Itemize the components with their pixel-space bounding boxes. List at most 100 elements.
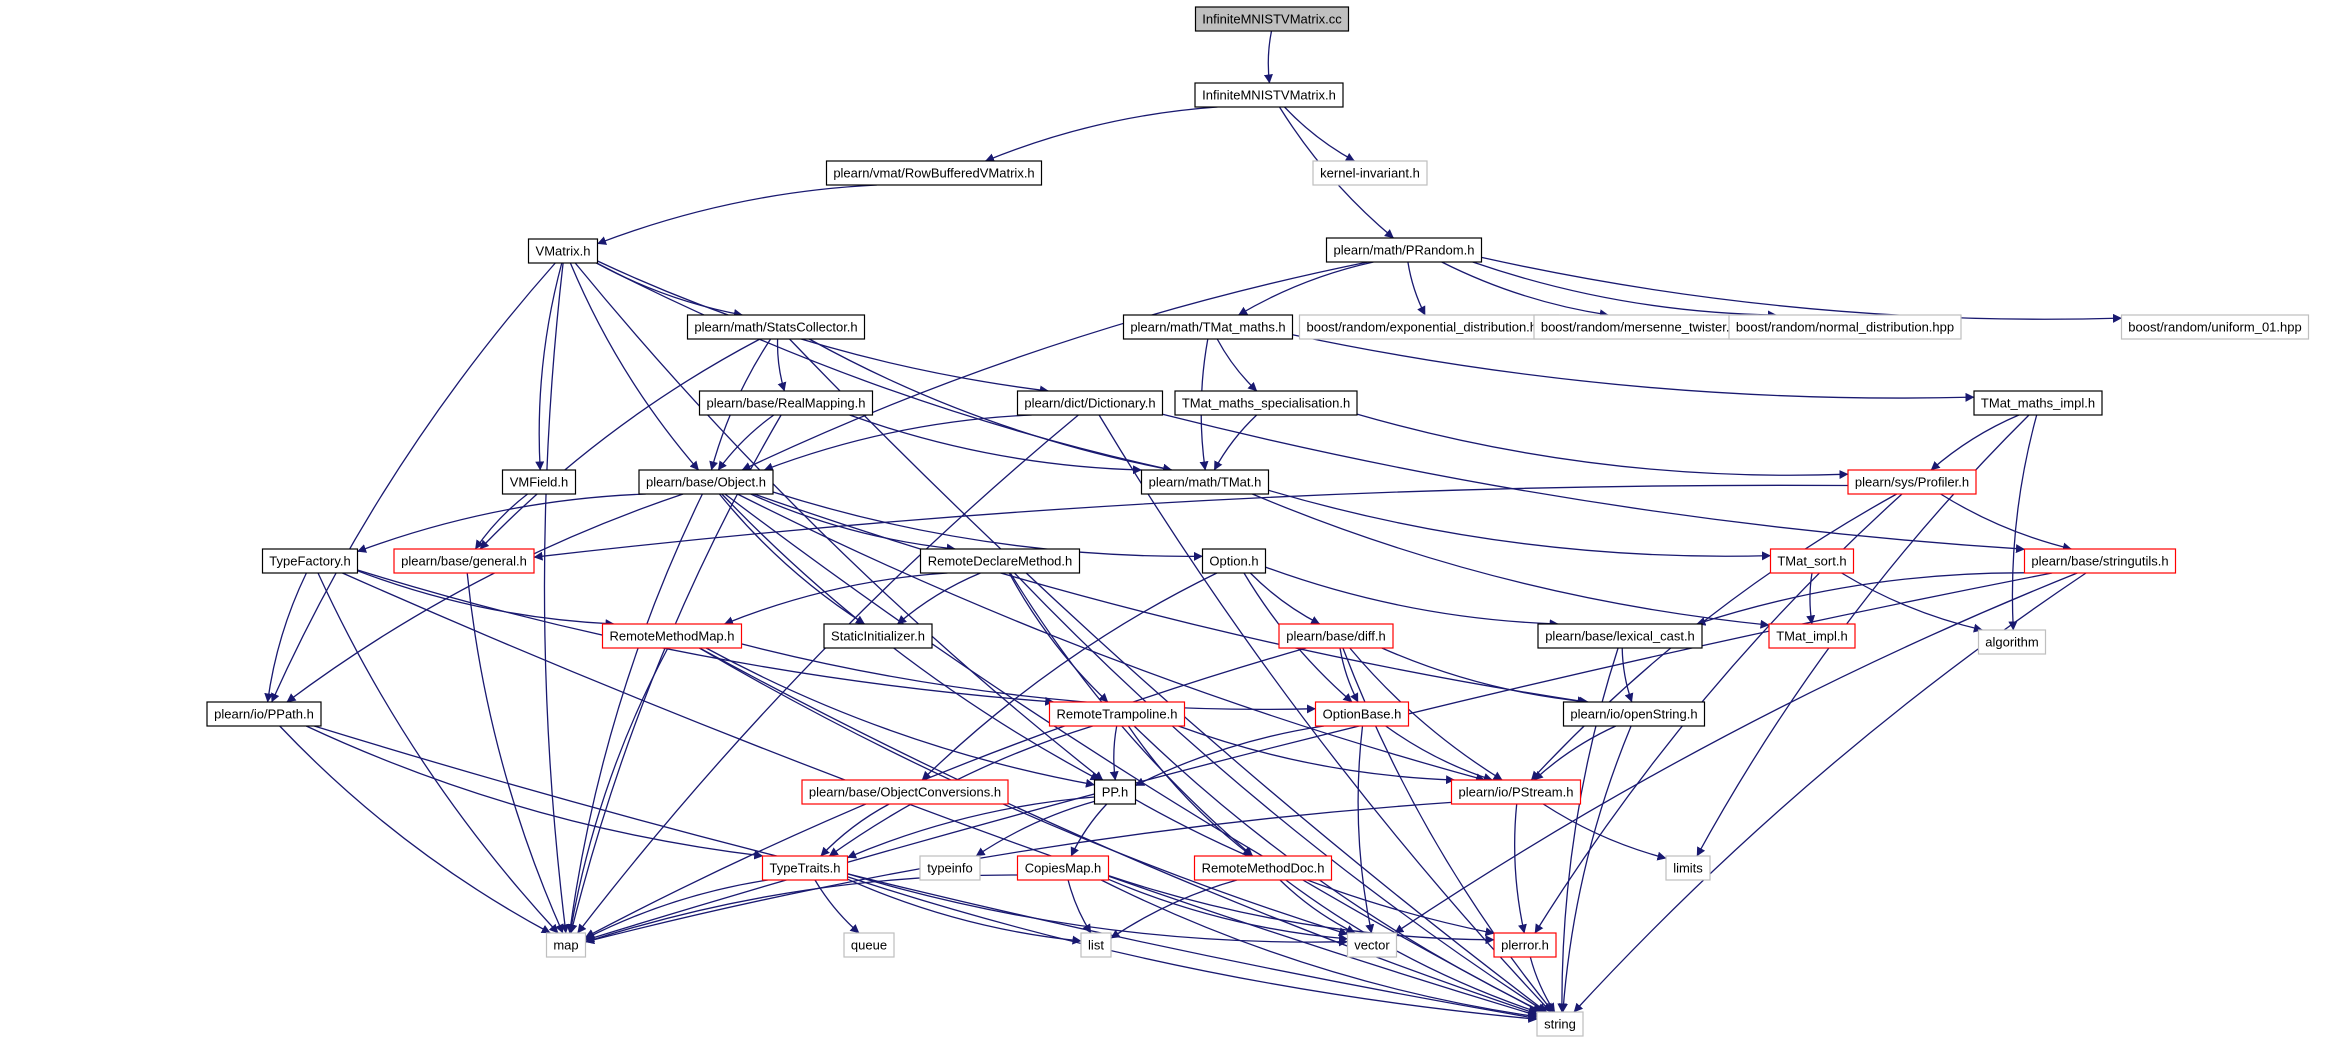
node-box <box>801 779 1009 805</box>
edge-tmat-to-tmatimpl <box>1252 493 1770 629</box>
node-label: TMat_sort.h <box>1777 554 1846 569</box>
node-box <box>1122 314 1294 340</box>
edge-rmm-to-pp <box>705 647 1095 788</box>
edge-rdm-to-staticinit <box>897 572 981 625</box>
edge-object-to-ppath <box>286 493 684 703</box>
edge-rmdoc-to-string <box>1285 879 1538 1014</box>
node-box <box>501 469 577 495</box>
edge-typetraits-to-list <box>847 878 1082 945</box>
edge-tmatmaths-to-tmimplh <box>1292 334 1975 402</box>
node-box <box>686 314 866 340</box>
node-vmatrix[interactable]: VMatrix.h <box>527 238 599 264</box>
node-stringutils[interactable]: plearn/base/stringutils.h <box>2023 548 2177 574</box>
edge-prandom-to-bmers <box>1441 261 1609 319</box>
node-staticinit[interactable]: StaticInitializer.h <box>823 623 933 649</box>
node-option[interactable]: Option.h <box>1201 548 1267 574</box>
edge-diff-to-map <box>585 647 1307 938</box>
node-pstream[interactable]: plearn/io/PStream.h <box>1450 779 1582 805</box>
edge-vmfield-to-general <box>474 493 528 550</box>
edge-dict-to-object <box>763 414 1032 472</box>
node-tmatmaths[interactable]: plearn/math/TMat_maths.h <box>1122 314 1294 340</box>
node-box <box>1450 779 1582 805</box>
edge-tmsort-to-tmatimpl <box>1806 572 1816 625</box>
edge-tmspec-to-tmat <box>1213 414 1258 471</box>
node-label: plearn/dict/Dictionary.h <box>1024 396 1155 411</box>
edge-vmatrix-to-vmfield <box>535 262 563 471</box>
edge-pp-to-plerror <box>1135 799 1495 937</box>
edge-optionbase-to-pstream <box>1385 725 1493 782</box>
node-box <box>261 548 359 574</box>
node-label: map <box>553 938 578 953</box>
node-label: plearn/io/PPath.h <box>214 707 314 722</box>
node-openstring[interactable]: plearn/io/openString.h <box>1562 701 1706 727</box>
edge-lexcast-to-openstring <box>1621 647 1634 703</box>
edge-vmatrix-to-pp <box>574 262 1104 781</box>
edge-h-to-kernel <box>1284 106 1355 162</box>
node-tmatimpl[interactable]: TMat_impl.h <box>1768 623 1856 649</box>
node-label: TypeTraits.h <box>769 861 840 876</box>
edge-rmm-to-vector <box>698 647 1348 936</box>
edge-vmatrix-to-ppath <box>271 262 556 703</box>
node-box <box>2023 548 2177 574</box>
edge-diff-to-openstring <box>1381 647 1589 706</box>
node-tmspec[interactable]: TMat_maths_specialisation.h <box>1174 390 1358 416</box>
node-string: string <box>1536 1011 1584 1037</box>
node-tmsort[interactable]: TMat_sort.h <box>1769 548 1855 574</box>
node-label: StaticInitializer.h <box>831 629 925 644</box>
edge-copiesmap-to-vector <box>1108 878 1348 943</box>
node-profiler[interactable]: plearn/sys/Profiler.h <box>1847 469 1977 495</box>
edge-prandom-to-bunif <box>1481 256 2122 323</box>
node-box <box>1093 779 1137 805</box>
node-optionbase[interactable]: OptionBase.h <box>1314 701 1410 727</box>
node-general[interactable]: plearn/base/general.h <box>393 548 535 574</box>
node-label: plearn/io/PStream.h <box>1459 785 1574 800</box>
node-rmdoc[interactable]: RemoteMethodDoc.h <box>1193 855 1333 881</box>
node-rtramp[interactable]: RemoteTrampoline.h <box>1048 701 1186 727</box>
edge-dict-to-stringutils <box>1162 413 2025 554</box>
node-box <box>527 238 599 264</box>
node-rmm[interactable]: RemoteMethodMap.h <box>601 623 743 649</box>
node-rdm[interactable]: RemoteDeclareMethod.h <box>919 548 1081 574</box>
edge-profiler-to-stringutils <box>1940 493 2072 552</box>
edge-dict-to-string <box>1098 414 1552 1013</box>
node-box <box>1346 932 1398 958</box>
node-object[interactable]: plearn/base/Object.h <box>638 469 774 495</box>
edge-rmdoc-to-list <box>1110 879 1238 939</box>
edge-realmap-to-tmat <box>849 414 1142 475</box>
node-prandom[interactable]: plearn/math/PRandom.h <box>1325 237 1483 263</box>
edge-ppath-to-map <box>279 725 551 934</box>
node-diff[interactable]: plearn/base/diff.h <box>1278 623 1394 649</box>
node-typetraits[interactable]: TypeTraits.h <box>761 855 849 881</box>
node-label: plearn/math/PRandom.h <box>1334 243 1475 258</box>
node-ppath[interactable]: plearn/io/PPath.h <box>206 701 322 727</box>
node-box <box>919 855 981 881</box>
node-box <box>1080 932 1112 958</box>
node-vmfield[interactable]: VMField.h <box>501 469 577 495</box>
node-tmat[interactable]: plearn/math/TMat.h <box>1140 469 1270 495</box>
node-objconv[interactable]: plearn/base/ObjectConversions.h <box>801 779 1009 805</box>
edge-typetraits-to-string <box>847 876 1538 1023</box>
edge-object-to-option <box>772 491 1203 561</box>
node-plerror[interactable]: plerror.h <box>1493 932 1557 958</box>
node-tmimplh[interactable]: TMat_maths_impl.h <box>1973 390 2103 416</box>
node-realmap[interactable]: plearn/base/RealMapping.h <box>698 390 874 416</box>
edge-option-to-lexcast <box>1265 566 1559 629</box>
node-h[interactable]: InfiniteMNISTVMatrix.h <box>1194 82 1344 108</box>
edge-tmspec-to-profiler <box>1356 413 1849 480</box>
node-label: boost/random/normal_distribution.hpp <box>1736 320 1954 335</box>
node-pp[interactable]: PP.h <box>1093 779 1137 805</box>
dependency-edges <box>264 30 2122 1023</box>
node-box <box>1493 932 1557 958</box>
node-lexcast[interactable]: plearn/base/lexical_cast.h <box>1537 623 1703 649</box>
node-typefactory[interactable]: TypeFactory.h <box>261 548 359 574</box>
edge-typefactory-to-rtramp <box>357 569 1055 706</box>
node-dict[interactable]: plearn/dict/Dictionary.h <box>1016 390 1164 416</box>
node-rowbuf[interactable]: plearn/vmat/RowBufferedVMatrix.h <box>825 160 1043 186</box>
edge-pstream-to-plerror <box>1514 803 1527 934</box>
node-label: algorithm <box>1985 635 2038 650</box>
node-box <box>698 390 874 416</box>
node-label: RemoteMethodMap.h <box>609 629 734 644</box>
node-copiesmap[interactable]: CopiesMap.h <box>1016 855 1110 881</box>
node-cc[interactable]: InfiniteMNISTVMatrix.cc <box>1194 6 1350 32</box>
node-stats[interactable]: plearn/math/StatsCollector.h <box>686 314 866 340</box>
